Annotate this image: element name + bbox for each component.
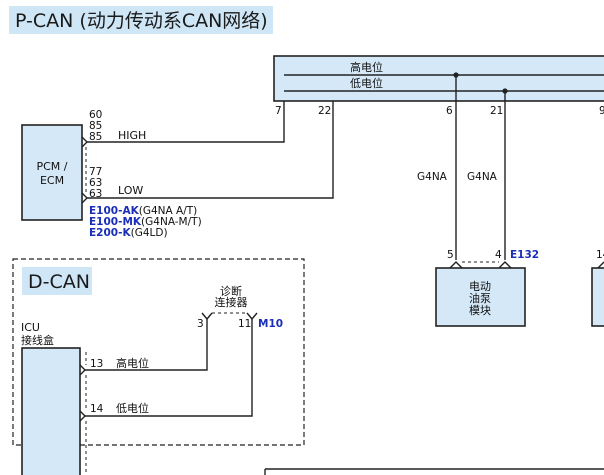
diag-pin-left: 3: [197, 318, 204, 330]
pump-wire-label-left: G4NA: [417, 171, 448, 183]
icu-low-wire: [85, 319, 253, 417]
icu-high-wire: [85, 319, 208, 371]
pump-pin-right: 4: [495, 249, 502, 261]
pcm-low-pin-1: 77: [89, 166, 102, 178]
bus-pin-21: 21: [490, 105, 503, 117]
pump-label-line3: 模块: [469, 304, 491, 317]
right-module-box: [591, 267, 604, 327]
dcan-region: [12, 258, 305, 446]
icu-high-text: 高电位: [116, 356, 149, 370]
pcm-high-pin-3: 85: [89, 131, 102, 143]
bus-pin-22: 22: [318, 105, 331, 117]
pcm-high-text: HIGH: [118, 129, 146, 142]
pcan-title-bg: [9, 6, 273, 34]
pump-label-line2: 油泵: [469, 291, 491, 305]
bus-high-label: 高电位: [350, 60, 383, 74]
dcan-title: D-CAN: [28, 271, 90, 293]
oil-pump-module-box: [435, 267, 526, 327]
pcm-ref-1: E100-AK(G4NA A/T): [89, 205, 197, 217]
bus-pin-6: 6: [446, 105, 453, 117]
pcm-low-wire: [87, 101, 334, 199]
pcm-label-line2: ECM: [40, 174, 64, 187]
pcm-low-pin-2: 63: [89, 177, 102, 189]
can-bus-box: [273, 55, 604, 102]
pcm-low-text: LOW: [118, 184, 143, 197]
icu-label-line1: ICU: [21, 321, 40, 334]
icu-low-text: 低电位: [116, 401, 149, 415]
pump-right-connector: [498, 261, 512, 269]
icu-label-line2: 接线盒: [21, 333, 54, 347]
pump-left-connector: [449, 261, 463, 269]
pcm-high-pin-2: 85: [89, 120, 102, 132]
bus-pin-7: 7: [275, 105, 282, 117]
diag-label-line1: 诊断: [220, 284, 242, 298]
pump-pin-left: 5: [447, 249, 454, 261]
icu-pin-low: 14: [90, 403, 104, 415]
pcm-ref-2: E100-MK(G4NA-M/T): [89, 216, 202, 228]
diag-pin-right: 11: [238, 318, 251, 330]
diag-label-line2: 连接器: [215, 296, 248, 309]
diag-ref: M10: [258, 318, 283, 330]
icu-pin-high: 13: [90, 358, 103, 370]
icu-junction-box: [21, 347, 81, 475]
pcm-ecm-box: [21, 124, 83, 221]
right-module-pin: 14: [596, 249, 604, 261]
pump-label-line1: 电动: [469, 280, 491, 293]
dcan-title-bg: [22, 267, 92, 295]
bus-pin-9: 9: [599, 105, 604, 117]
pump-ref: E132: [510, 249, 539, 261]
pcm-low-pin-3: 63: [89, 188, 102, 200]
pcm-ref-3: E200-K(G4LD): [89, 227, 168, 239]
pcm-high-pin-1: 60: [89, 109, 102, 121]
pcm-high-wire: [87, 101, 285, 143]
pump-wire-label-right: G4NA: [467, 171, 498, 183]
pcm-label-line1: PCM /: [36, 160, 67, 173]
pcan-title: P-CAN (动力传动系CAN网络): [15, 10, 268, 32]
bus-low-label: 低电位: [350, 76, 383, 90]
right-module-connector: [597, 261, 604, 269]
